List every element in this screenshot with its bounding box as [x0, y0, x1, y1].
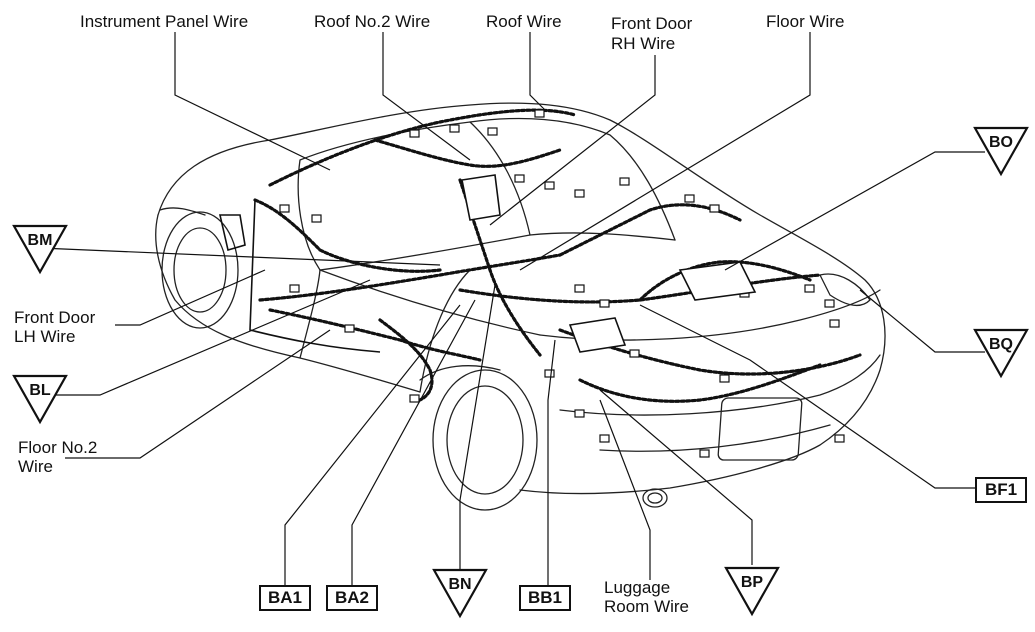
triangle-bl: BL: [12, 374, 68, 425]
label-luggage-room-wire-line2: Room Wire: [604, 597, 690, 616]
leader-bp: [599, 389, 753, 565]
harness-instrument: [253, 198, 442, 273]
leader-bo: [724, 151, 985, 271]
leader-luggage: [599, 399, 651, 580]
leader-front-door-rh: [489, 55, 656, 226]
harness-luggage: [578, 363, 822, 403]
rear-wheel: [432, 369, 538, 511]
label-floor-no2-wire-line2: Wire: [18, 457, 53, 476]
leader-ba1: [284, 304, 461, 585]
triangle-bm-code: BM: [28, 232, 53, 249]
triangle-bn: BN: [432, 568, 488, 619]
box-bb1: BB1: [519, 585, 571, 611]
leader-bn: [459, 284, 496, 570]
box-bf1: BF1: [975, 477, 1027, 503]
relay-block-rear: [678, 261, 757, 301]
leader-roof: [529, 32, 546, 111]
connector-group: [279, 109, 845, 458]
label-front-door-rh-wire-line1: Front Door: [611, 14, 693, 33]
leader-bb1: [547, 339, 556, 585]
harness-roof: [268, 108, 577, 187]
label-instrument-panel-wire: Instrument Panel Wire: [80, 12, 249, 31]
triangle-bo-code: BO: [989, 134, 1013, 151]
leader-ba2: [351, 299, 476, 585]
triangle-bp-code: BP: [741, 574, 764, 591]
license-plate: [717, 397, 803, 461]
leader-bf1: [639, 304, 975, 489]
label-front-door-rh-wire-line2: RH Wire: [611, 34, 676, 53]
relay-block-roof: [461, 174, 501, 221]
leader-front-door-lh: [115, 269, 266, 326]
triangle-bp: BP: [724, 566, 780, 617]
relay-block-center: [568, 317, 627, 353]
harness-floor-lh: [258, 253, 562, 302]
triangle-bn-code: BN: [448, 576, 471, 593]
label-floor-wire: Floor Wire: [766, 12, 845, 31]
label-roof-no2-wire: Roof No.2 Wire: [314, 12, 431, 31]
label-front-door-lh-wire-line2: LH Wire: [14, 327, 76, 346]
front-wheel: [161, 211, 239, 329]
harness-roof-2: [373, 138, 562, 168]
triangle-bm: BM: [12, 224, 68, 275]
leader-bl: [40, 279, 371, 396]
harness-floor-no2: [268, 308, 482, 362]
label-roof-wire: Roof Wire: [486, 12, 562, 31]
leader-instrument-panel: [174, 32, 331, 171]
leader-bq: [859, 289, 985, 353]
box-ba1: BA1: [259, 585, 311, 611]
triangle-bl-code: BL: [29, 382, 51, 399]
leader-bm: [39, 247, 441, 266]
leader-roof-no2: [382, 32, 471, 161]
car-body-outline: [157, 102, 886, 495]
leader-floor: [519, 32, 811, 271]
label-front-door-lh-wire-line1: Front Door: [14, 308, 96, 327]
triangle-bo: BO: [973, 126, 1029, 177]
label-floor-no2-wire-line1: Floor No.2: [18, 438, 98, 457]
box-ba2: BA2: [326, 585, 378, 611]
triangle-bq: BQ: [973, 328, 1029, 379]
triangle-bq-code: BQ: [989, 336, 1013, 353]
leader-floor-no2: [65, 329, 331, 459]
label-luggage-room-wire-line1: Luggage: [604, 578, 671, 597]
